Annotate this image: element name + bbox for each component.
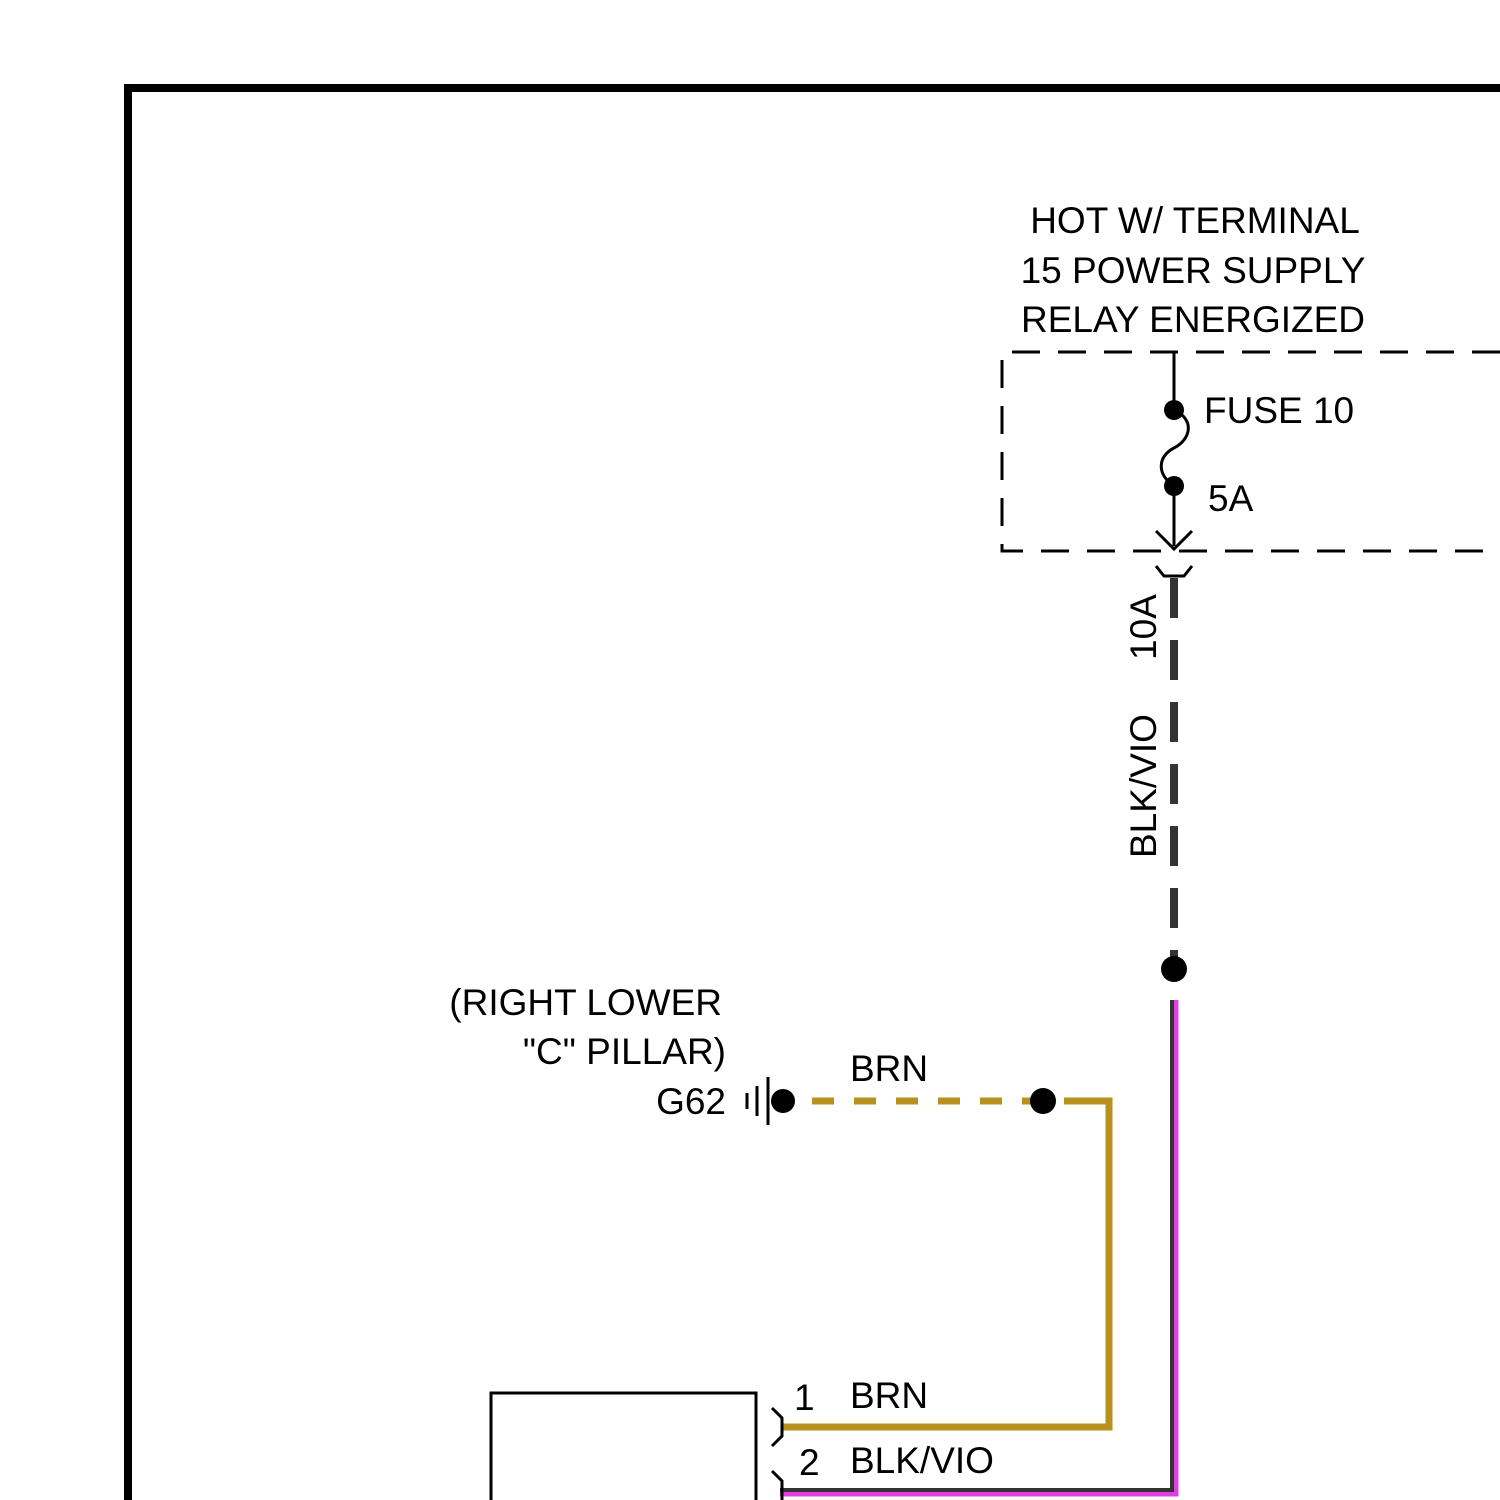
ground-symbol: [747, 1077, 795, 1125]
pin-1-number: 1: [794, 1377, 815, 1418]
blk-vio-wire-highlight: [780, 1000, 1176, 1494]
pin-1-connector: [772, 1408, 782, 1446]
fuse-rating-label: 5A: [1208, 478, 1254, 519]
pin-2-wire-label: BLK/VIO: [850, 1440, 994, 1481]
pin-2-connector: [772, 1471, 782, 1500]
fuse-connector-female: [1156, 566, 1192, 576]
power-source-line-2: 15 POWER SUPPLY: [1021, 250, 1366, 291]
blk-vio-wire-lower: [780, 1000, 1172, 1490]
ground-splice-point: [1030, 1088, 1056, 1114]
wire-color-label: BLK/VIO: [1123, 714, 1164, 858]
ground-location-line-2: "C" PILLAR): [523, 1031, 726, 1072]
fuse-element: [1161, 410, 1188, 486]
wire-amperage-label: 10A: [1123, 594, 1164, 660]
power-source-line-3: RELAY ENERGIZED: [1021, 299, 1365, 340]
power-source-label: HOT W/ TERMINAL 15 POWER SUPPLY RELAY EN…: [1021, 200, 1366, 340]
ground-id-label: G62: [656, 1081, 726, 1122]
fuse-symbol: [1161, 352, 1188, 546]
splice-point: [1161, 956, 1187, 982]
fuse-name-label: FUSE 10: [1204, 390, 1354, 431]
pin-1-wire-label: BRN: [850, 1375, 928, 1416]
ground-wire-color-label: BRN: [850, 1048, 928, 1089]
pin-2-number: 2: [799, 1442, 820, 1483]
brn-wire-solid: [783, 1101, 1109, 1427]
component-box: [491, 1393, 756, 1500]
power-source-line-1: HOT W/ TERMINAL: [1030, 200, 1360, 241]
fuse-box-outline: [1002, 352, 1500, 551]
ground-location-line-1: (RIGHT LOWER: [449, 982, 722, 1023]
